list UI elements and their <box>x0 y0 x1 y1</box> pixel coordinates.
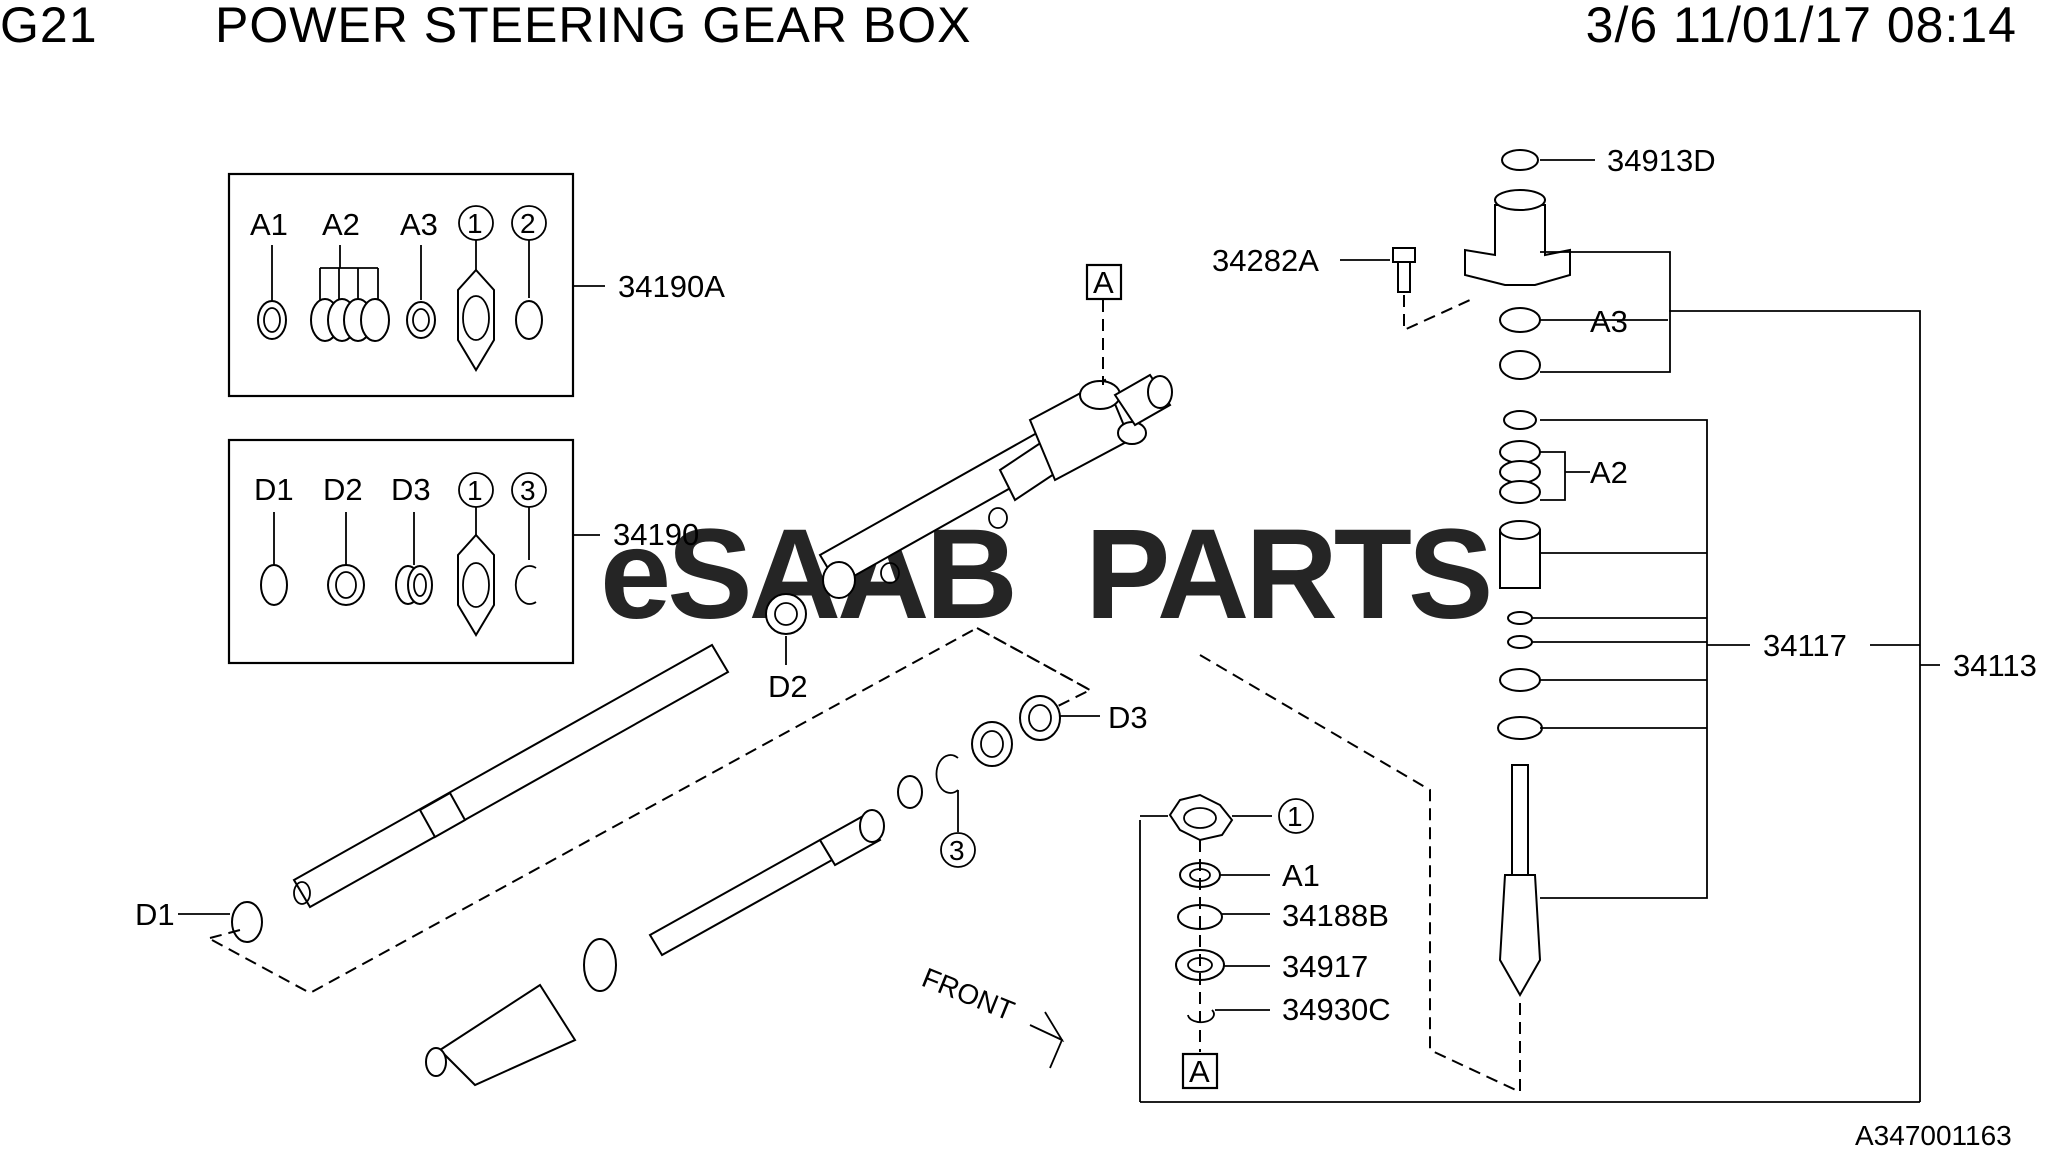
kit-d-item-d3: D3 <box>391 472 431 507</box>
callout-a2: A2 <box>1590 455 1628 490</box>
kit-a-part-number: 34190A <box>618 269 725 304</box>
kit-d-item-1: 1 <box>467 475 483 506</box>
callout-34930c: 34930C <box>1282 992 1391 1027</box>
bolt-34282a <box>1392 247 1416 293</box>
callout-ring1-circle <box>1278 798 1314 834</box>
diagram-title: POWER STEERING GEAR BOX <box>215 0 972 53</box>
kit-d-box: D1 D2 D3 1 3 34190 <box>227 438 699 665</box>
ref-a-top-box <box>1085 263 1123 301</box>
kit-a-item-1: 1 <box>467 208 483 239</box>
callout-ring3-circle <box>940 832 976 868</box>
kit-a-item-a2: A2 <box>322 207 360 242</box>
kit-a-box: A1 A2 A3 1 2 34190A <box>227 172 725 398</box>
washer-a <box>1499 668 1541 692</box>
figure-id: A347001163 <box>1855 1120 2012 1149</box>
callout-34113: 34113 <box>1953 648 2037 683</box>
kit-d-item-d2: D2 <box>323 472 363 507</box>
kit-a-ring-a1 <box>257 300 287 340</box>
callout-34913d: 34913D <box>1607 143 1716 178</box>
kit-a-item-a3: A3 <box>400 207 438 242</box>
seal-stack-a2 <box>1499 440 1541 504</box>
ref-a-top-label: A <box>1093 265 1114 300</box>
snap-ring-3 <box>935 754 959 794</box>
callout-a3: A3 <box>1590 304 1628 339</box>
ref-a-bottom-box <box>1181 1052 1219 1090</box>
watermark-suffix: PARTS <box>1085 503 1489 646</box>
callout-34188b: 34188B <box>1282 898 1389 933</box>
callout-d1: D1 <box>135 897 175 932</box>
callout-d3: D3 <box>1108 700 1148 735</box>
d1-oring <box>231 901 263 943</box>
snap-ring-upper <box>1503 410 1537 430</box>
callout-ring3: 3 <box>949 835 965 866</box>
kit-d-item-d1: D1 <box>254 472 294 507</box>
d3-seal-a <box>971 721 1013 767</box>
small-ring-a <box>1507 611 1533 625</box>
kit-a-item-a1: A1 <box>250 207 288 242</box>
seal-a3-lower <box>1499 350 1541 380</box>
callout-34117: 34117 <box>1763 628 1847 663</box>
kit-d-item-3: 3 <box>520 475 536 506</box>
rack-bar <box>292 643 730 909</box>
washer-b <box>1497 716 1543 740</box>
watermark: eSAAB PARTS <box>600 503 1493 646</box>
kit-d-part-number: 34190 <box>613 517 699 552</box>
seal-a3-upper <box>1499 307 1541 333</box>
kit-d-snapring-3 <box>514 565 537 605</box>
pinion-housing <box>1464 149 1571 286</box>
front-label: FRONT <box>918 962 1019 1027</box>
diagram-section-code: G21 <box>0 0 98 53</box>
kit-a-oring-2 <box>515 300 543 340</box>
kit-a-gasket-1 <box>457 268 495 372</box>
kit-d-oring-d1 <box>260 564 288 606</box>
front-indicator: FRONT <box>918 962 1065 1069</box>
d3-seal-b <box>1019 695 1061 741</box>
kit-a-ring-a3 <box>406 301 436 339</box>
callout-d2: D2 <box>768 669 808 704</box>
small-ring-b <box>1507 635 1533 649</box>
watermark-prefix: eSAAB <box>600 503 1014 646</box>
kit-d-gasket-1 <box>457 533 495 637</box>
callout-34917: 34917 <box>1282 949 1368 984</box>
callout-ring1: 1 <box>1287 801 1303 832</box>
callout-34282a: 34282A <box>1212 243 1319 278</box>
gasket-1 <box>1168 793 1234 842</box>
diagram-date: 3/6 11/01/17 08:14 <box>1585 0 2017 53</box>
kit-a-item-2: 2 <box>520 208 536 239</box>
callout-a1: A1 <box>1282 858 1320 893</box>
pinion-shaft <box>1498 764 1542 998</box>
snap-ring-34930c <box>1187 1009 1215 1024</box>
kit-d-bushing-d2 <box>327 564 365 606</box>
steering-boot <box>425 938 617 1087</box>
small-washer <box>897 775 923 809</box>
d2-bushing <box>765 593 807 635</box>
ref-a-bottom-label: A <box>1189 1054 1210 1089</box>
bearing-cylinder <box>1499 520 1541 589</box>
tie-rod <box>648 809 885 957</box>
rack-housing <box>818 373 1173 599</box>
